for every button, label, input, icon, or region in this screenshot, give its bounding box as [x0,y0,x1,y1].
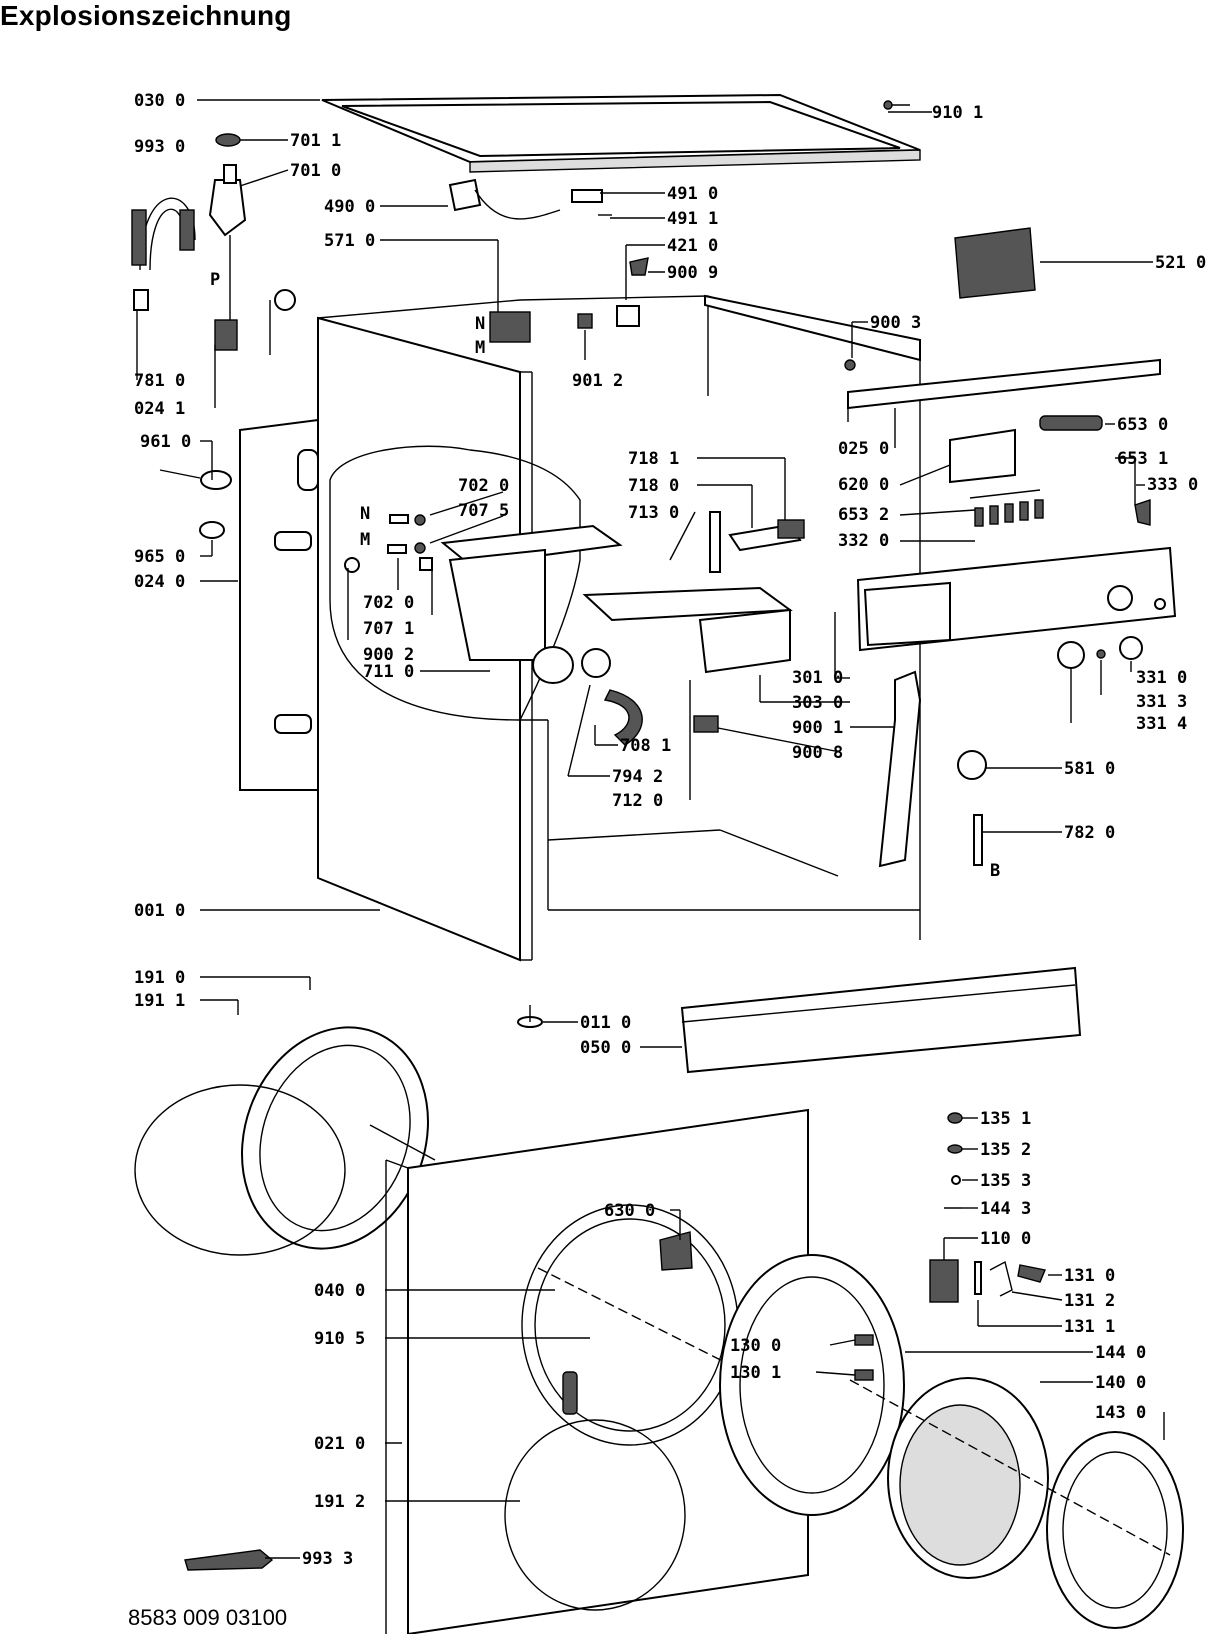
part-label: 702 0 [363,593,414,613]
part-label: 331 0 [1136,668,1187,688]
part-label: 191 1 [134,991,185,1011]
part-label: 491 1 [667,209,718,229]
part-label: 333 0 [1147,475,1198,495]
letter-markers: N M N M P B [210,270,1000,881]
part-label: 708 1 [620,736,671,756]
part-label: 024 0 [134,572,185,592]
part-labels: 030 0 910 1 993 0 701 1 701 0 490 0 491 … [134,91,1206,1569]
marker-label: N [475,314,485,334]
part-label: 143 0 [1095,1403,1146,1423]
part-label: 135 2 [980,1140,1031,1160]
part-label: 135 1 [980,1109,1031,1129]
part-label: 491 0 [667,184,718,204]
document-number: 8583 009 03100 [128,1605,288,1630]
marker-label: M [360,530,370,550]
part-label: 144 0 [1095,1343,1146,1363]
part-label: 900 1 [792,718,843,738]
part-label: 301 0 [792,668,843,688]
part-label: 040 0 [314,1281,365,1301]
part-label: 910 1 [932,103,983,123]
part-label: 900 9 [667,263,718,283]
part-label: 011 0 [580,1013,631,1033]
part-label: 581 0 [1064,759,1115,779]
part-label: 910 5 [314,1329,365,1349]
part-label: 421 0 [667,236,718,256]
part-label: 131 2 [1064,1291,1115,1311]
part-label: 110 0 [980,1229,1031,1249]
part-label: 961 0 [140,432,191,452]
part-label: 332 0 [838,531,889,551]
part-label: 140 0 [1095,1373,1146,1393]
part-label: 571 0 [324,231,375,251]
part-label: 713 0 [628,503,679,523]
part-label: 030 0 [134,91,185,111]
part-label: 331 3 [1136,692,1187,712]
part-label: 021 0 [314,1434,365,1454]
part-label: 782 0 [1064,823,1115,843]
part-label: 653 2 [838,505,889,525]
part-label: 620 0 [838,475,889,495]
marker-label: M [475,338,485,358]
part-label: 718 1 [628,449,679,469]
part-label: 191 0 [134,968,185,988]
part-label: 707 1 [363,619,414,639]
part-label: 900 2 [363,645,414,665]
part-label: 001 0 [134,901,185,921]
parts-drawing [131,93,1184,1634]
part-label: 653 1 [1117,449,1168,469]
part-label: 701 0 [290,161,341,181]
part-label: 630 0 [604,1201,655,1221]
part-label: 050 0 [580,1038,631,1058]
part-label: 131 1 [1064,1317,1115,1337]
part-label: 024 1 [134,399,185,419]
part-label: 025 0 [838,439,889,459]
part-label: 130 1 [730,1363,781,1383]
part-label: 900 3 [870,313,921,333]
part-label: 711 0 [363,662,414,682]
part-label: 144 3 [980,1199,1031,1219]
part-label: 521 0 [1155,253,1206,273]
part-label: 653 0 [1117,415,1168,435]
part-label: 993 0 [134,137,185,157]
part-label: 701 1 [290,131,341,151]
marker-label: P [210,270,220,290]
marker-label: B [990,861,1000,881]
part-label: 490 0 [324,197,375,217]
part-label: 331 4 [1136,714,1187,734]
part-label: 303 0 [792,693,843,713]
part-label: 965 0 [134,547,185,567]
leader-lines [136,99,1165,1559]
part-label: 135 3 [980,1171,1031,1191]
part-label: 993 3 [302,1549,353,1569]
part-label: 191 2 [314,1492,365,1512]
part-label: 702 0 [458,476,509,496]
part-label: 781 0 [134,371,185,391]
part-label: 130 0 [730,1336,781,1356]
part-label: 131 0 [1064,1266,1115,1286]
part-label: 900 8 [792,743,843,763]
part-label: 712 0 [612,791,663,811]
marker-label: N [360,504,370,524]
part-label: 707 5 [458,501,509,521]
part-label: 901 2 [572,371,623,391]
part-label: 794 2 [612,767,663,787]
part-label: 718 0 [628,476,679,496]
page-title: Explosionszeichnung [0,0,292,31]
